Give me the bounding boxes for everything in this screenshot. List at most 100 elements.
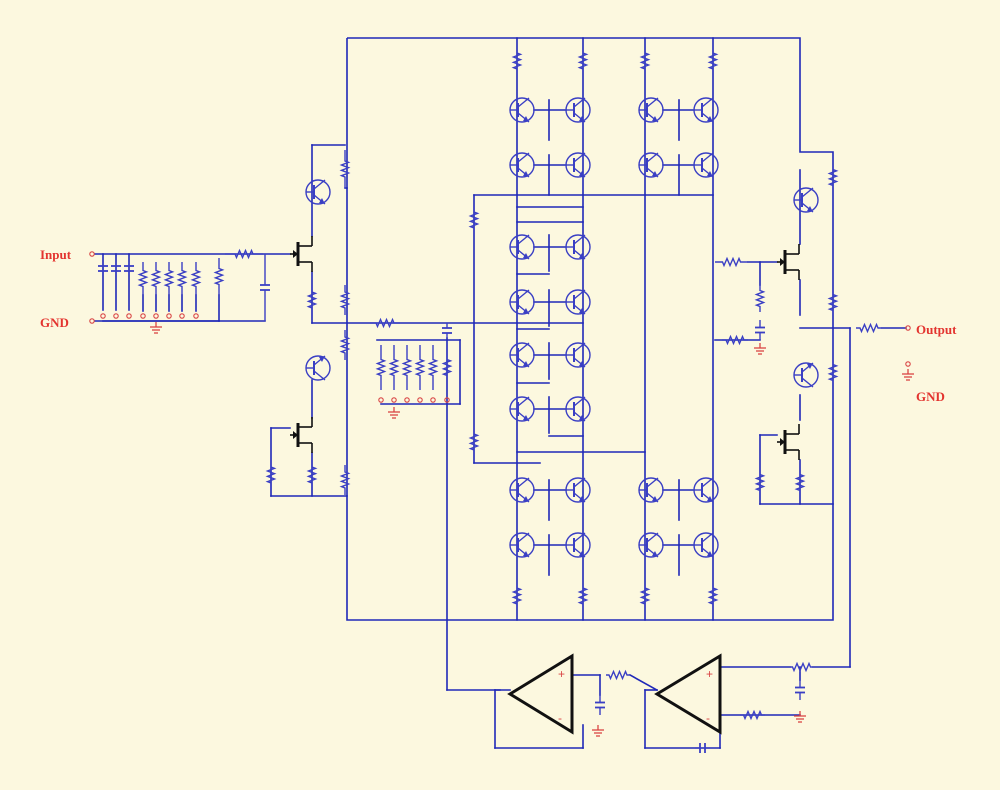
bipolar-transistor <box>565 477 591 503</box>
bipolar-transistor <box>509 152 535 178</box>
resistor <box>639 50 651 72</box>
terminal <box>140 313 146 319</box>
resistor <box>707 585 719 607</box>
terminal <box>905 325 911 331</box>
capacitor <box>755 320 765 340</box>
resistor <box>339 330 351 360</box>
resistor <box>639 585 651 607</box>
terminal <box>417 397 423 403</box>
opamp-plus-sign: + <box>558 667 565 681</box>
wire <box>346 37 834 621</box>
capacitor <box>595 695 605 715</box>
resistor <box>511 50 523 72</box>
resistor <box>339 285 351 315</box>
bipolar-transistor <box>565 97 591 123</box>
op-amp <box>507 653 574 735</box>
bipolar-transistor <box>305 355 331 381</box>
resistor <box>577 585 589 607</box>
opamp-minus-sign: - <box>558 711 562 725</box>
ground-symbol <box>902 369 914 381</box>
resistor <box>414 345 426 390</box>
terminal <box>89 251 95 257</box>
terminal <box>89 318 95 324</box>
op-amp <box>654 653 722 735</box>
bipolar-transistor <box>565 234 591 260</box>
bipolar-transistor <box>693 477 719 503</box>
jfet-transistor <box>777 424 800 460</box>
terminal <box>153 313 159 319</box>
bipolar-transistor <box>509 342 535 368</box>
output-label: Output <box>916 322 957 337</box>
opamp-plus-sign: + <box>706 667 713 681</box>
capacitor <box>442 323 452 338</box>
resistor <box>339 465 351 495</box>
ground-symbol <box>794 711 806 723</box>
ground-symbol <box>754 343 766 355</box>
resistor <box>827 290 839 315</box>
bipolar-transistor <box>509 289 535 315</box>
resistor <box>468 427 480 457</box>
bipolar-transistor <box>793 362 819 388</box>
gnd-label-left: GND <box>40 315 69 330</box>
resistor <box>740 709 765 721</box>
resistor <box>754 285 766 312</box>
bipolar-transistor <box>565 342 591 368</box>
wire-layer <box>94 37 907 749</box>
resistor <box>265 460 277 490</box>
resistor <box>388 345 400 390</box>
terminal <box>391 397 397 403</box>
resistor <box>707 50 719 72</box>
resistor <box>427 345 439 390</box>
jfet-transistor <box>777 244 800 280</box>
resistor <box>577 50 589 72</box>
terminal <box>179 313 185 319</box>
resistor <box>137 262 149 295</box>
terminal <box>444 397 450 403</box>
bipolar-transistor <box>509 477 535 503</box>
resistor <box>176 262 188 295</box>
resistor <box>856 322 882 334</box>
terminal <box>113 313 119 319</box>
resistor <box>150 262 162 295</box>
bipolar-transistor <box>509 234 535 260</box>
terminal <box>126 313 132 319</box>
jfet-transistor <box>290 236 313 272</box>
terminal <box>193 313 199 319</box>
terminal <box>378 397 384 403</box>
capacitor <box>111 262 121 275</box>
resistor <box>722 334 748 346</box>
ground-symbol <box>388 407 400 419</box>
resistor <box>511 585 523 607</box>
bipolar-transistor <box>509 396 535 422</box>
wire <box>628 673 659 692</box>
bipolar-transistor <box>693 152 719 178</box>
bipolar-transistor <box>565 532 591 558</box>
bipolar-transistor <box>638 532 664 558</box>
resistor <box>163 262 175 295</box>
resistor <box>715 256 748 268</box>
resistor <box>606 669 630 681</box>
bipolar-transistor <box>638 97 664 123</box>
bipolar-transistor <box>509 532 535 558</box>
resistor <box>468 205 480 235</box>
terminal <box>404 397 410 403</box>
resistor <box>225 248 263 260</box>
capacitor <box>795 680 805 700</box>
resistor <box>827 165 839 190</box>
bipolar-transistor <box>693 97 719 123</box>
bipolar-transistor <box>793 187 819 213</box>
ground-symbol <box>592 725 604 737</box>
bipolar-transistor <box>638 152 664 178</box>
bipolar-transistor <box>565 289 591 315</box>
ground-symbol <box>150 322 162 334</box>
resistor <box>754 470 766 495</box>
jfet-transistor <box>290 417 313 453</box>
bipolar-transistor <box>693 532 719 558</box>
resistor <box>794 470 806 495</box>
resistor <box>827 360 839 385</box>
terminal <box>166 313 172 319</box>
resistor <box>339 150 351 188</box>
resistor <box>306 460 318 490</box>
capacitor <box>124 262 134 275</box>
